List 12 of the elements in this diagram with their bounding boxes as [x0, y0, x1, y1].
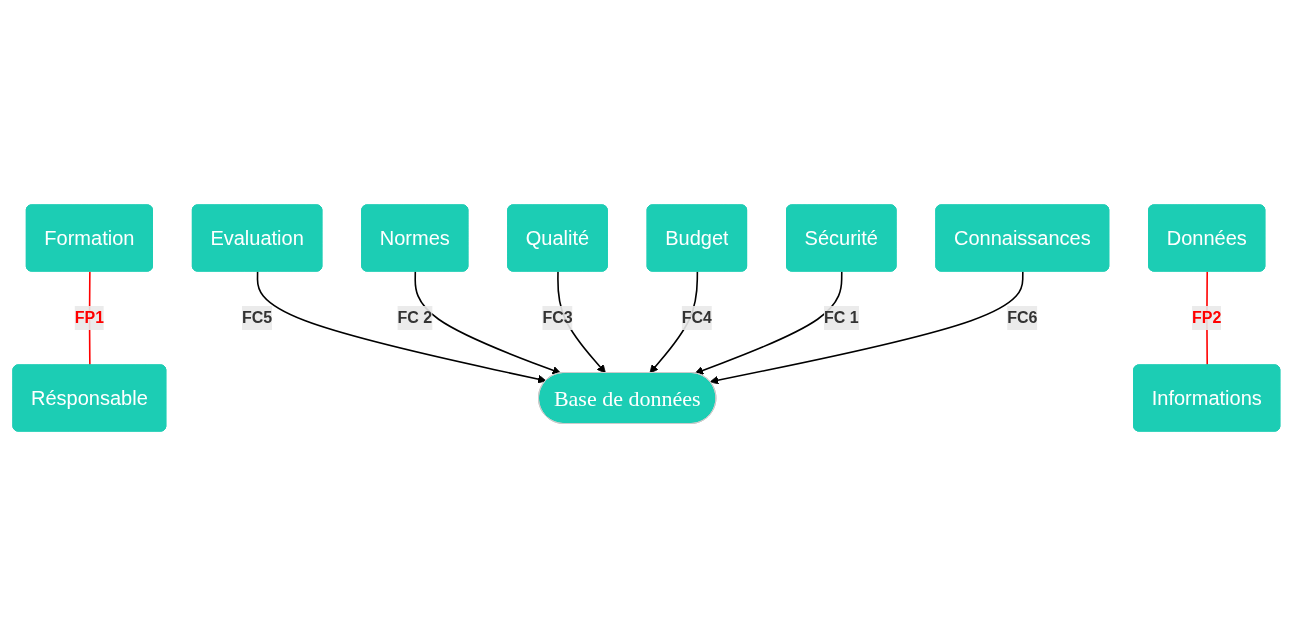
edge-label: FP1: [74, 308, 105, 326]
arrow: [256, 270, 547, 383]
edge-label: FC 1: [824, 308, 859, 326]
arrow: [709, 270, 1024, 384]
edge-label: FC3: [542, 308, 573, 326]
arrow: [414, 270, 562, 375]
edge-label: FP2: [1192, 308, 1222, 326]
arrow: [694, 270, 843, 375]
edge-label: FC6: [1007, 308, 1038, 326]
edge-label: FC 2: [397, 308, 433, 326]
edge-label: FC5: [242, 308, 273, 326]
edge-label: FC4: [681, 308, 713, 326]
